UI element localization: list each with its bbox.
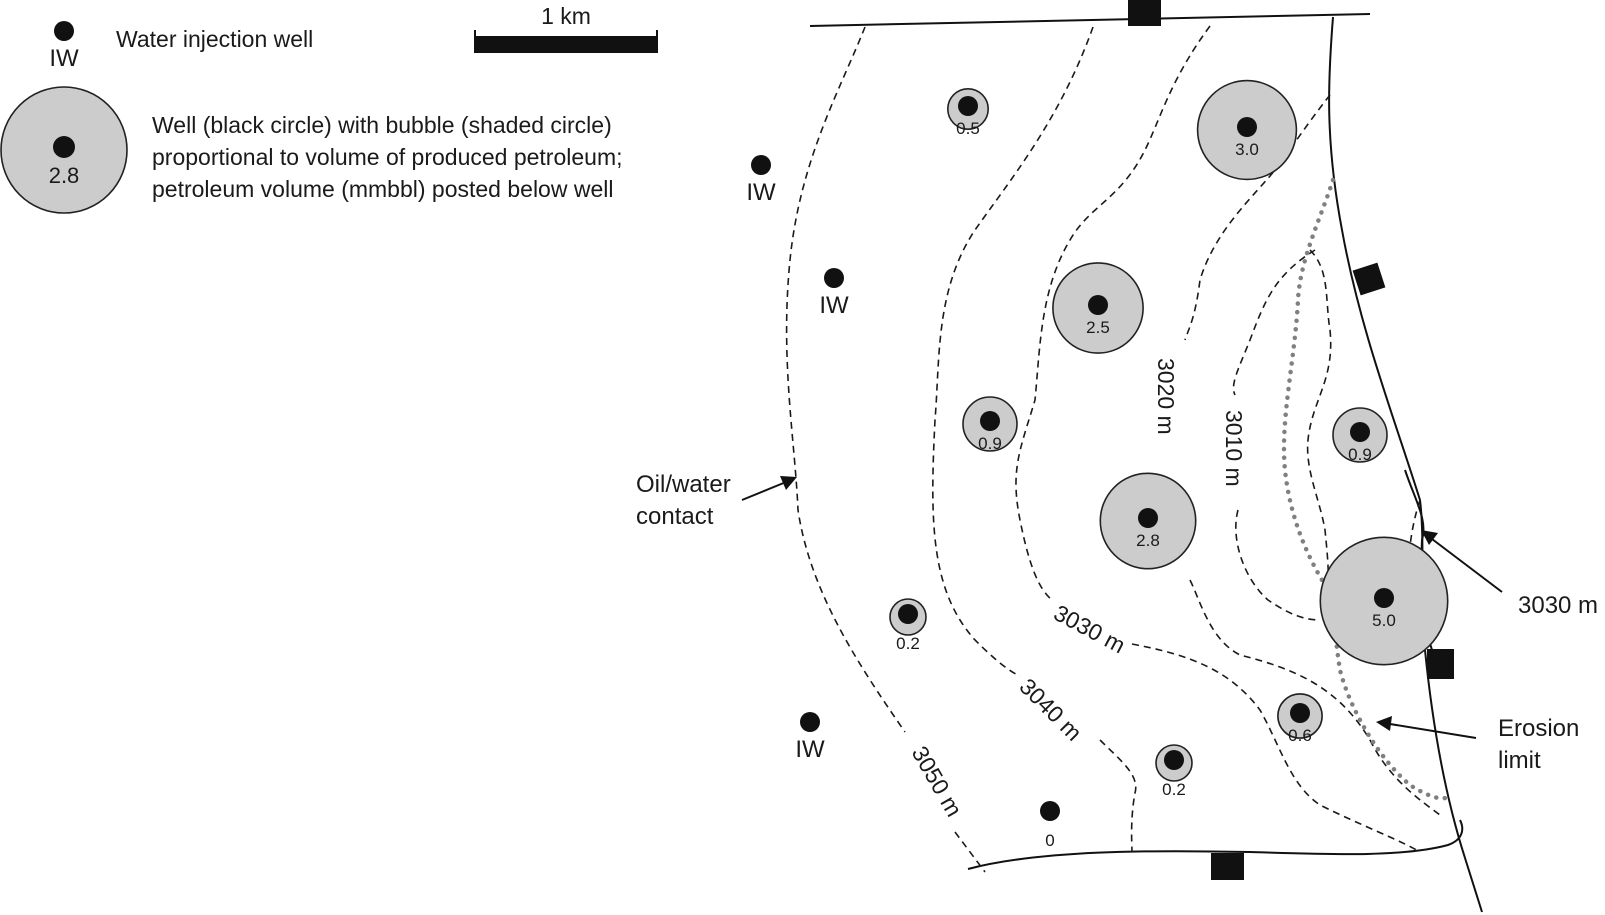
oil-water-contact-label-2: contact — [636, 503, 714, 530]
well-dot — [1164, 750, 1184, 770]
producing-well: 3.0 — [1196, 79, 1298, 181]
south-boundary-fault — [967, 819, 1464, 870]
producing-well: 2.8 — [1099, 472, 1197, 570]
fault-throw-marker-south — [1211, 853, 1244, 880]
well-dot — [1237, 117, 1257, 137]
erosion-limit-arrow — [1389, 723, 1477, 739]
producing-well: 0.2 — [1155, 744, 1193, 799]
contour-3010-lower — [1235, 509, 1321, 621]
contour-3020-lower — [1189, 579, 1441, 816]
well-volume-label: 0.9 — [1348, 445, 1372, 464]
contour-labels: 3020 m 3010 m 3030 m 3040 m 3050 m — [907, 358, 1247, 821]
erosion-limit-label-1: Erosion — [1498, 715, 1579, 742]
legend-iw-description: Water injection well — [116, 26, 313, 52]
contour-label-3050: 3050 m — [907, 742, 968, 821]
fault-contour-arrowhead — [1421, 530, 1438, 545]
fault-throw-marker-east — [1352, 262, 1386, 296]
wells: 0.5 3.0 2.5 0.9 0.9 2.8 5.0 0.2 0.6 0.2 0 — [889, 79, 1449, 850]
producing-well: 0.5 — [946, 88, 989, 138]
producing-well: 0.2 — [889, 598, 927, 653]
water-injection-well: IW — [746, 155, 776, 206]
injection-well-label: IW — [819, 292, 849, 319]
well-volume-label: 0.2 — [1162, 780, 1186, 799]
well-volume-label: 0.2 — [896, 634, 920, 653]
contour-label-3010: 3010 m — [1221, 410, 1247, 487]
well-volume-label: 0.5 — [956, 119, 980, 138]
oil-water-contact-arrow — [741, 481, 787, 501]
contours — [785, 25, 1441, 873]
well-volume-label: 0.9 — [978, 434, 1002, 453]
producing-well: 0.9 — [962, 396, 1018, 453]
legend-bubble-value: 2.8 — [49, 163, 80, 188]
producing-well: 2.5 — [1052, 262, 1144, 354]
well-dot — [1290, 703, 1310, 723]
well-dot — [1350, 422, 1370, 442]
well-dot — [1088, 295, 1108, 315]
contour-3030-lower — [1131, 643, 1421, 853]
fault-throw-marker-north — [1128, 0, 1161, 26]
producing-well: 0 — [1040, 801, 1060, 850]
legend-iw-dot — [54, 21, 74, 41]
injection-well-dot — [824, 268, 844, 288]
well-volume-label: 2.5 — [1086, 318, 1110, 337]
erosion-limit-line — [1281, 177, 1448, 801]
producing-well: 0.9 — [1332, 407, 1388, 464]
well-volume-label: 2.8 — [1136, 531, 1160, 550]
erosion-limit-label-2: limit — [1498, 747, 1541, 774]
fault-contour-arrow — [1431, 538, 1503, 593]
scale-bar: 1 km — [474, 3, 658, 53]
well-volume-label: 0 — [1045, 831, 1054, 850]
well-dot — [980, 411, 1000, 431]
water-injection-well: IW — [819, 268, 849, 319]
well-volume-label: 0.6 — [1288, 726, 1312, 745]
fault-throw-marker-southeast — [1427, 649, 1454, 679]
injection-well-label: IW — [746, 179, 776, 206]
well-dot — [958, 96, 978, 116]
oil-water-contact-arrowhead — [780, 476, 797, 490]
contour-3020 — [1184, 94, 1331, 341]
scale-bar-rect — [475, 36, 657, 53]
well-dot — [898, 604, 918, 624]
legend-bubble-line-3: petroleum volume (mmbbl) posted below we… — [152, 176, 613, 202]
well-dot — [1040, 801, 1060, 821]
east-boundary-fault — [1328, 16, 1483, 913]
faults — [809, 0, 1483, 913]
well-volume-label: 3.0 — [1235, 140, 1259, 159]
contour-label-3030: 3030 m — [1050, 599, 1130, 658]
injection-wells: IW IW IW — [746, 155, 849, 763]
contour-3010 — [1232, 249, 1316, 396]
legend-bubble-line-2: proportional to volume of produced petro… — [152, 144, 623, 170]
annotations: Oil/water contact Erosion limit 3030 m — [636, 471, 1598, 774]
well-volume-label: 5.0 — [1372, 611, 1396, 630]
legend-iw-label: IW — [49, 45, 79, 72]
contour-3030 — [1015, 25, 1211, 601]
oil-water-contact-label-1: Oil/water — [636, 471, 731, 498]
contour-3040-lower — [1099, 739, 1137, 853]
north-boundary-fault — [809, 13, 1371, 27]
injection-well-dot — [800, 712, 820, 732]
erosion-limit-arrowhead — [1376, 716, 1392, 731]
water-injection-well: IW — [795, 712, 825, 763]
contour-3050-lower — [954, 831, 986, 873]
legend: IW Water injection well 2.8 Well (black … — [0, 21, 623, 214]
fault-contour-label: 3030 m — [1518, 592, 1598, 619]
scale-bar-label: 1 km — [541, 3, 591, 29]
well-dot — [1374, 588, 1394, 608]
legend-bubble-line-1: Well (black circle) with bubble (shaded … — [152, 112, 612, 138]
injection-well-label: IW — [795, 736, 825, 763]
producing-well: 0.6 — [1277, 693, 1323, 745]
contour-label-3020: 3020 m — [1153, 358, 1179, 435]
well-dot — [1138, 508, 1158, 528]
contour-3000-closure — [1306, 249, 1332, 601]
contour-label-3040: 3040 m — [1014, 673, 1087, 746]
injection-well-dot — [751, 155, 771, 175]
contour-3040 — [932, 26, 1094, 677]
producing-well: 5.0 — [1319, 536, 1449, 666]
contour-oil-water-3050 — [785, 26, 906, 733]
legend-well-dot — [53, 136, 75, 158]
